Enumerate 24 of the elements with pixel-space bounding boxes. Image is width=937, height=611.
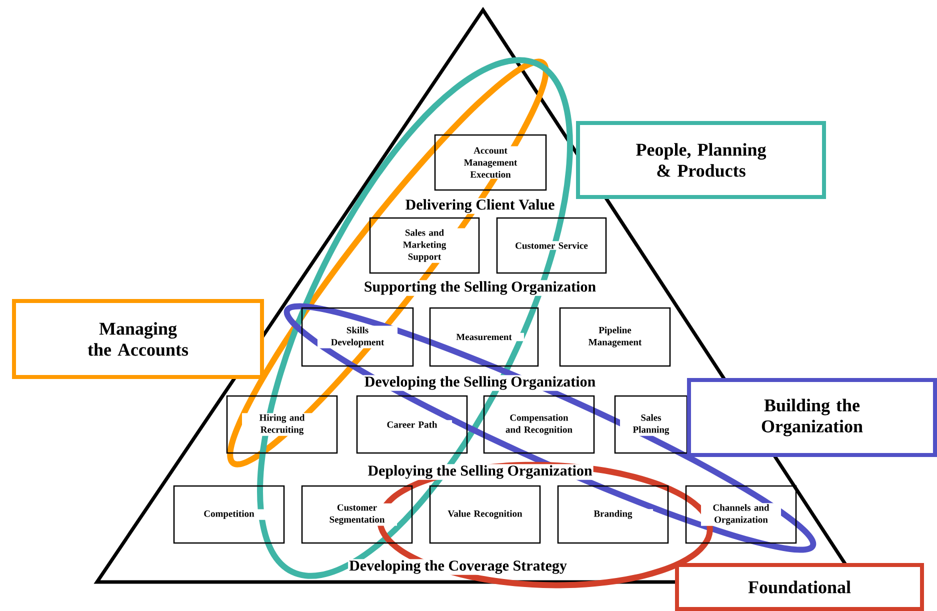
process-box: Sales Planning	[614, 395, 688, 454]
callout-box: Managing the Accounts	[12, 299, 264, 379]
process-box: Channels and Organization	[685, 485, 797, 544]
callout-box: Foundational	[675, 563, 924, 611]
callout-box: Building the Organization	[687, 378, 937, 457]
process-box: Hiring and Recruiting	[226, 395, 338, 454]
level-label: Deploying the Selling Organization	[366, 464, 594, 480]
process-box: Value Recognition	[429, 485, 541, 544]
process-box: Measurement	[429, 307, 539, 367]
process-box: Career Path	[356, 395, 468, 454]
process-box: Customer Segmentation	[301, 485, 413, 544]
process-box: Sales and Marketing Support	[369, 217, 480, 274]
level-label: Supporting the Selling Organization	[362, 280, 598, 296]
process-box: Pipeline Management	[559, 307, 671, 367]
callout-box: People, Planning & Products	[576, 121, 826, 199]
level-label: Developing the Selling Organization	[363, 375, 597, 391]
process-box: Compensation and Recognition	[483, 395, 595, 454]
level-label: Delivering Client Value	[404, 198, 556, 214]
process-box: Customer Service	[496, 217, 607, 274]
process-box: Competition	[173, 485, 285, 544]
process-box: Branding	[557, 485, 669, 544]
process-box: Account Management Execution	[434, 134, 547, 191]
process-box: Skills Development	[301, 307, 414, 367]
level-label: Developing the Coverage Strategy	[348, 559, 568, 575]
